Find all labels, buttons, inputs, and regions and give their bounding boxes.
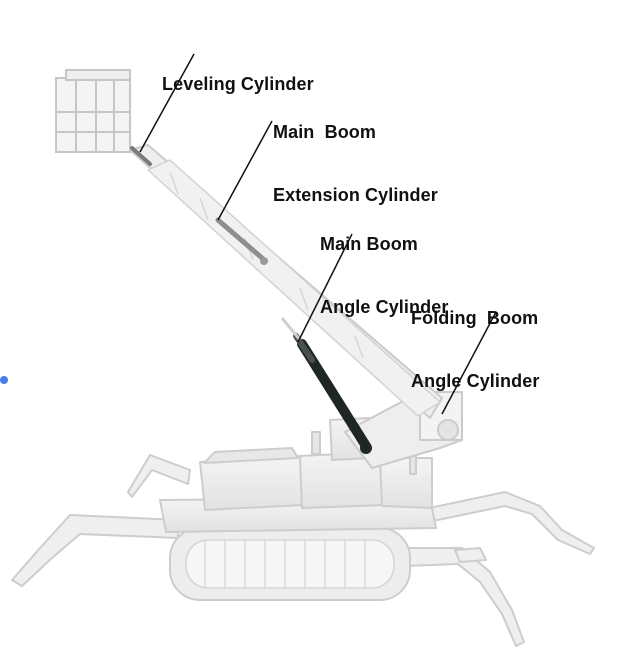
leader-line-extension [217, 120, 273, 221]
label-line: Leveling Cylinder [162, 74, 314, 94]
outrigger-back-left [127, 454, 191, 498]
label-line: Angle Cylinder [411, 371, 540, 391]
leader-line-folding [441, 311, 497, 415]
work-platform [55, 69, 131, 153]
outrigger-front-right [404, 547, 525, 647]
outrigger-front-left [11, 514, 179, 587]
crawler-track [169, 527, 411, 601]
leader-line-leveling [139, 53, 195, 153]
outriggers [11, 454, 595, 647]
right-housing [379, 457, 433, 509]
outrigger-foot-front-right [454, 547, 487, 563]
label-line: Main Boom [273, 122, 376, 142]
engine-housing [199, 455, 303, 511]
label-main-boom-extension-cylinder: Main Boom Extension Cylinder [273, 80, 438, 248]
label-line: Folding Boom [411, 308, 539, 328]
label-leveling-cylinder: Leveling Cylinder [162, 32, 314, 137]
outrigger-back-right [419, 491, 595, 555]
marker-dot [0, 376, 8, 384]
label-line: Main Boom [320, 234, 418, 254]
extension-cylinder [215, 217, 265, 261]
leader-lines [139, 53, 497, 415]
label-line: Extension Cylinder [273, 185, 438, 205]
label-line: Angle Cylinder [320, 297, 449, 317]
leveling-cylinder [130, 146, 152, 166]
label-folding-boom-angle-cylinder: Folding Boom Angle Cylinder [411, 266, 539, 434]
label-main-boom-angle-cylinder: Main Boom Angle Cylinder [320, 192, 448, 360]
leader-line-angle [297, 233, 353, 343]
main-boom [129, 144, 443, 419]
engine-top [203, 447, 299, 464]
